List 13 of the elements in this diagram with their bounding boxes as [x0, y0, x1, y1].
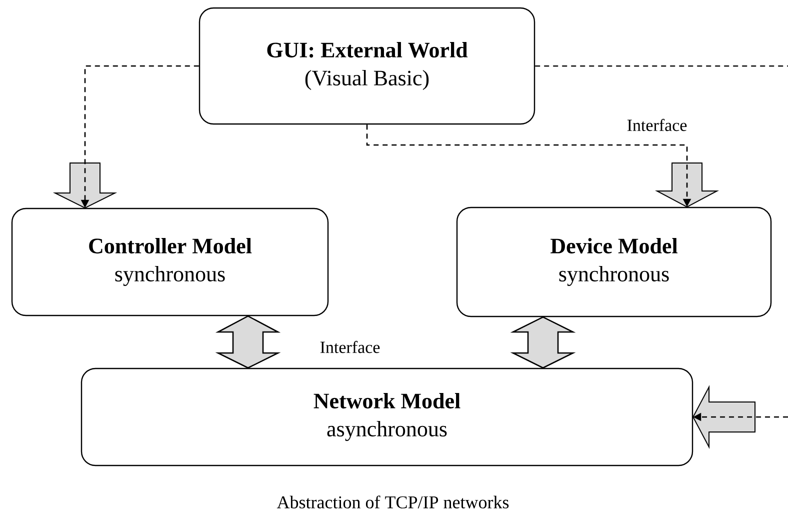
model-box: Network Model asynchronous	[80, 368, 694, 466]
block-arrow	[52, 65, 199, 208]
dashed-line	[535, 65, 788, 67]
block-arrow	[692, 384, 788, 449]
double-block-arrow	[510, 316, 576, 369]
model-box: Device Model synchronous	[456, 206, 772, 318]
caption: Abstraction of TCP/IP networks	[276, 496, 509, 508]
block-arrow	[366, 124, 720, 208]
edge-label: Interface	[318, 340, 382, 354]
edge-label: Interface	[626, 118, 688, 132]
model-box: GUI: External World (Visual Basic)	[198, 7, 536, 125]
double-block-arrow	[215, 315, 281, 369]
model-box: Controller Model synchronous	[11, 208, 329, 316]
